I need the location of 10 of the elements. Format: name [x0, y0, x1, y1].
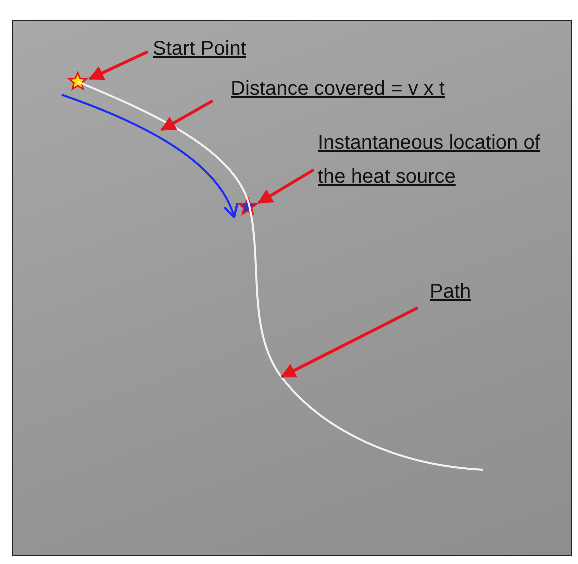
callout-label: Path	[430, 275, 510, 309]
callout-label: Instantaneous location of the heat source	[318, 126, 546, 194]
leader-line	[280, 306, 419, 378]
leader-line	[258, 168, 315, 204]
leader-line	[160, 100, 214, 132]
callout-label: Distance covered = v x t	[231, 72, 531, 106]
star-marker	[237, 196, 259, 216]
star-marker	[67, 71, 89, 91]
callout-label: Start Point	[153, 32, 353, 66]
leader-line	[88, 50, 149, 80]
